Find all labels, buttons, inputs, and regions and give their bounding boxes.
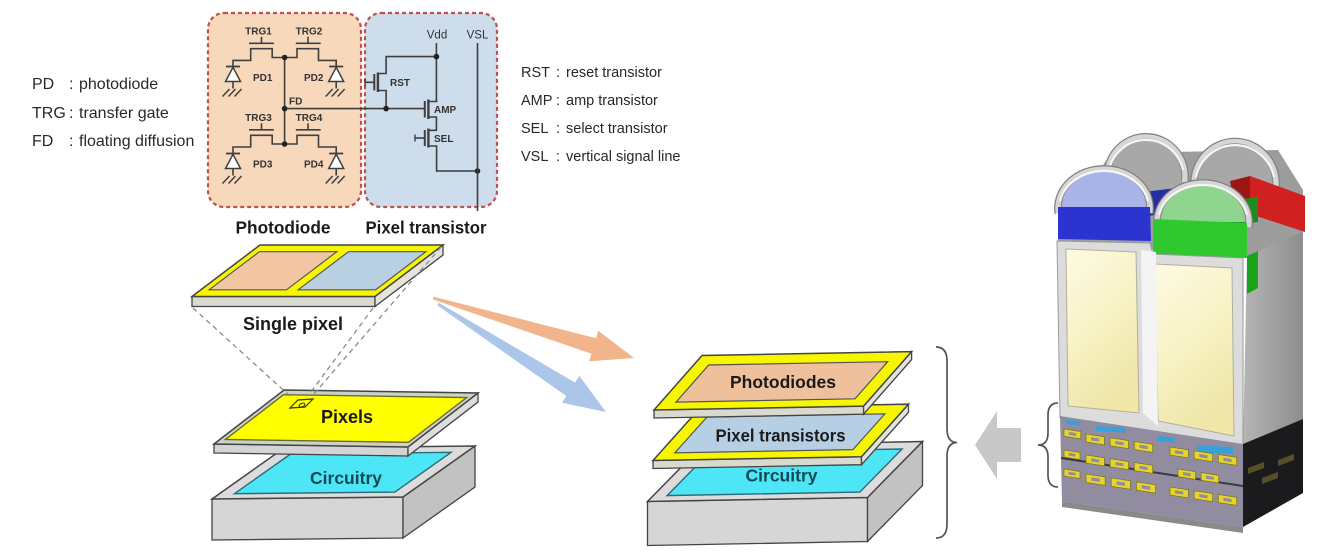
svg-text:TRG4: TRG4	[296, 113, 323, 124]
svg-text:PD4: PD4	[304, 160, 324, 171]
svg-text:Vdd: Vdd	[427, 30, 447, 42]
svg-text::: :	[69, 105, 73, 122]
svg-text::: :	[69, 76, 73, 93]
svg-text:AMP: AMP	[521, 93, 552, 109]
svg-text:SEL: SEL	[434, 134, 453, 145]
svg-text:TRG3: TRG3	[245, 113, 272, 124]
svg-text::: :	[556, 93, 560, 109]
svg-text:RST: RST	[390, 78, 410, 89]
svg-text::: :	[556, 121, 560, 137]
svg-text:TRG2: TRG2	[296, 26, 323, 37]
svg-text:Circuitry: Circuitry	[746, 466, 818, 486]
svg-text:amp transistor: amp transistor	[566, 93, 658, 109]
svg-text:VSL: VSL	[467, 30, 489, 42]
svg-text:Pixel transistor: Pixel transistor	[366, 218, 487, 238]
svg-text:SEL: SEL	[521, 121, 548, 137]
svg-text:PD3: PD3	[253, 160, 273, 171]
svg-text:Photodiode: Photodiode	[236, 218, 331, 238]
svg-text:PD2: PD2	[304, 73, 324, 84]
svg-text:transfer gate: transfer gate	[79, 105, 169, 122]
svg-text:FD: FD	[32, 133, 53, 150]
svg-text::: :	[69, 133, 73, 150]
svg-text:reset transistor: reset transistor	[566, 65, 662, 81]
svg-text:VSL: VSL	[521, 149, 548, 165]
svg-text::: :	[556, 65, 560, 81]
svg-text:floating diffusion: floating diffusion	[79, 133, 194, 150]
svg-text:select transistor: select transistor	[566, 121, 668, 137]
svg-text::: :	[556, 149, 560, 165]
svg-text:photodiode: photodiode	[79, 76, 158, 93]
svg-text:Pixels: Pixels	[321, 407, 373, 427]
svg-text:Single pixel: Single pixel	[243, 314, 343, 334]
svg-text:vertical signal line: vertical signal line	[566, 149, 680, 165]
svg-text:FD: FD	[289, 97, 302, 108]
svg-text:PD1: PD1	[253, 73, 273, 84]
svg-text:Photodiodes: Photodiodes	[730, 372, 836, 392]
svg-text:Circuitry: Circuitry	[310, 468, 382, 488]
svg-text:AMP: AMP	[434, 105, 457, 116]
svg-text:PD: PD	[32, 76, 54, 93]
svg-text:Pixel transistors: Pixel transistors	[716, 426, 846, 446]
svg-text:TRG: TRG	[32, 105, 66, 122]
svg-text:RST: RST	[521, 65, 550, 81]
svg-text:TRG1: TRG1	[245, 26, 272, 37]
